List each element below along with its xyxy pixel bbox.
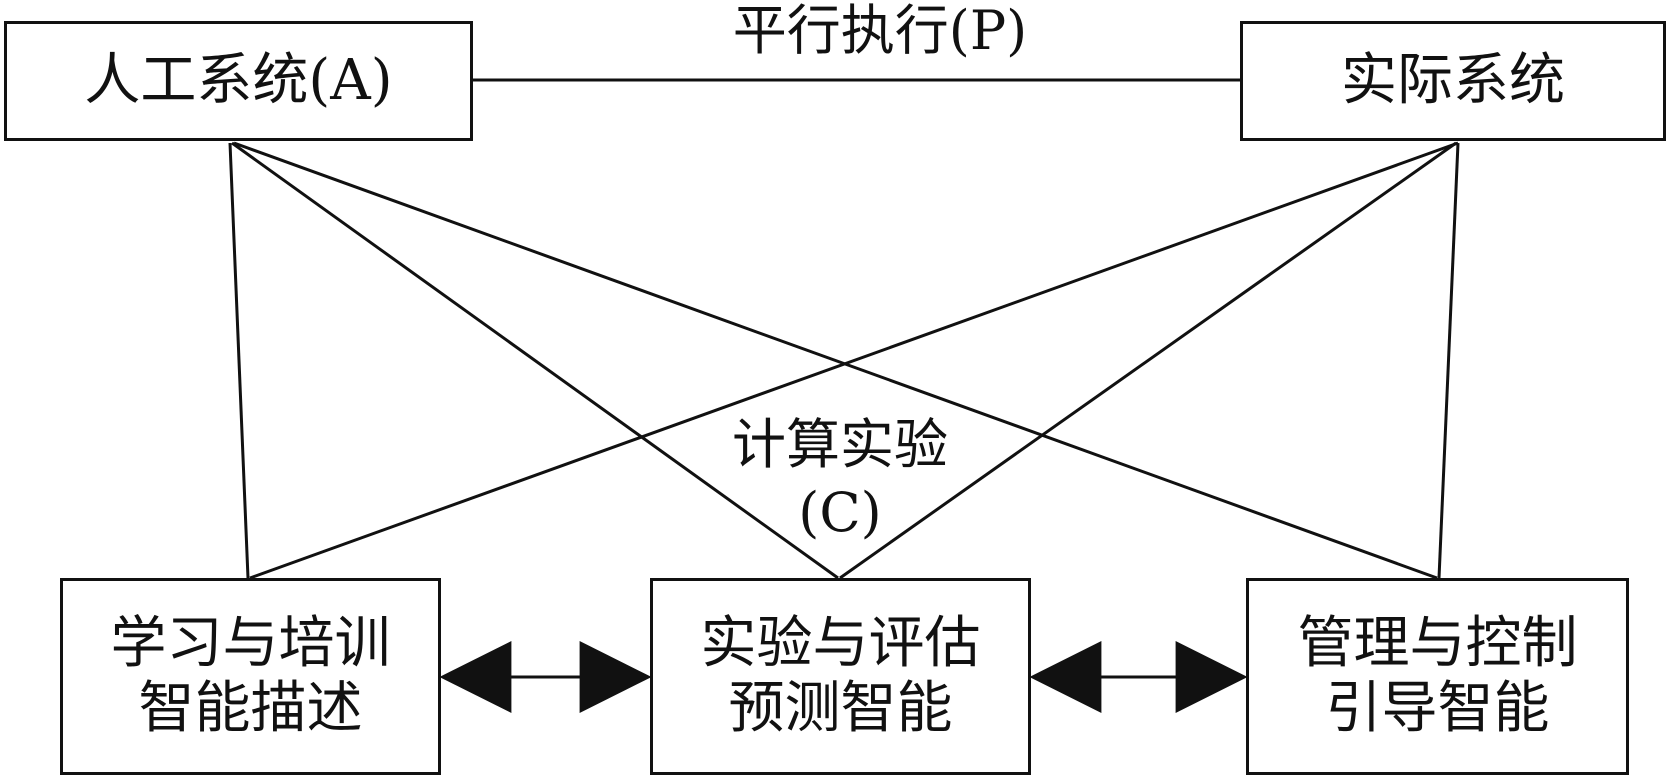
computational-experiment-label: 计算实验 (C) (650, 418, 1030, 540)
actual-system-label: 实际系统 (1341, 47, 1565, 113)
parallel-execution-label: 平行执行(P) (732, 0, 1028, 62)
experiment-evaluation-line2: 预测智能 (728, 675, 953, 741)
experiment-evaluation-line1: 实验与评估 (700, 611, 981, 677)
learning-training-line2: 智能描述 (138, 675, 363, 741)
learning-training-box: 学习与培训 智能描述 (60, 578, 441, 775)
management-control-line1: 管理与控制 (1297, 611, 1578, 677)
line-artificial-to-management (233, 141, 1438, 580)
line-actual-to-experiment (839, 141, 1457, 580)
artificial-system-label: 人工系统(A) (84, 47, 393, 113)
artificial-system-box: 人工系统(A) (4, 21, 473, 141)
computational-experiment-text: 计算实验 (732, 413, 948, 476)
line-artificial-to-experiment (231, 141, 839, 580)
line-actual-to-management (1437, 142, 1460, 579)
management-control-box: 管理与控制 引导智能 (1246, 578, 1629, 775)
line-actual-to-learning (249, 141, 1459, 580)
line-artificial-to-learning (228, 142, 250, 579)
management-control-line2: 引导智能 (1325, 675, 1550, 741)
actual-system-box: 实际系统 (1240, 21, 1666, 141)
learning-training-line1: 学习与培训 (110, 611, 391, 677)
experiment-evaluation-box: 实验与评估 预测智能 (650, 578, 1031, 775)
computational-experiment-code: (C) (798, 481, 882, 544)
